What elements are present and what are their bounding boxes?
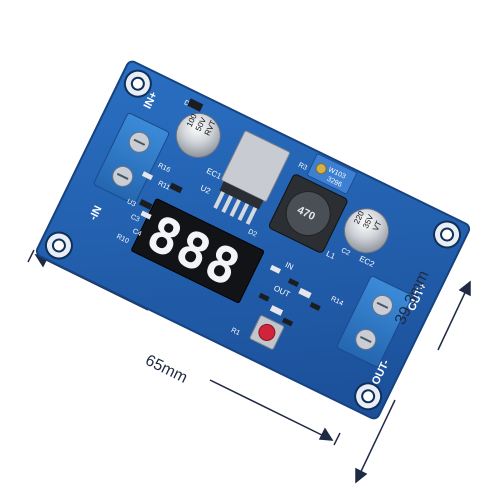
label-r10: R10 [115,233,130,245]
label-r1: R1 [230,327,241,337]
inductor-l1: 470 [268,174,348,253]
label-r3: R3 [297,162,308,172]
potentiometer[interactable]: W103 3296 [307,153,357,195]
capacitor-ec2: 220 35V VT [344,208,390,254]
label-d2: D2 [247,228,258,238]
label-in-minus: -IN [87,204,104,222]
regulator-ic [213,130,290,225]
mounting-holes [44,69,462,411]
label-c2: C2 [340,247,351,257]
input-terminal-block[interactable] [93,112,170,204]
svg-text:VT: VT [371,219,384,232]
push-button[interactable] [249,315,285,350]
buck-converter-board: IN+ -IN OUT+ OUT- 100 50V RVT EC1 [35,60,471,420]
smd-components [139,98,321,327]
label-r14: R14 [330,296,345,308]
label-r16: R16 [157,162,172,174]
output-terminal-block[interactable] [336,276,413,368]
label-in: IN [284,260,295,272]
dimension-arrow-height [355,280,471,484]
capacitor-ec1: 100 50V RVT [175,112,221,158]
label-c3: C3 [129,213,140,223]
label-u3: U3 [126,198,137,208]
label-l1: L1 [325,249,337,261]
label-c4: C4 [131,228,142,238]
label-u2: U2 [199,183,213,196]
label-r11: R11 [157,180,171,192]
pcb [35,60,471,420]
